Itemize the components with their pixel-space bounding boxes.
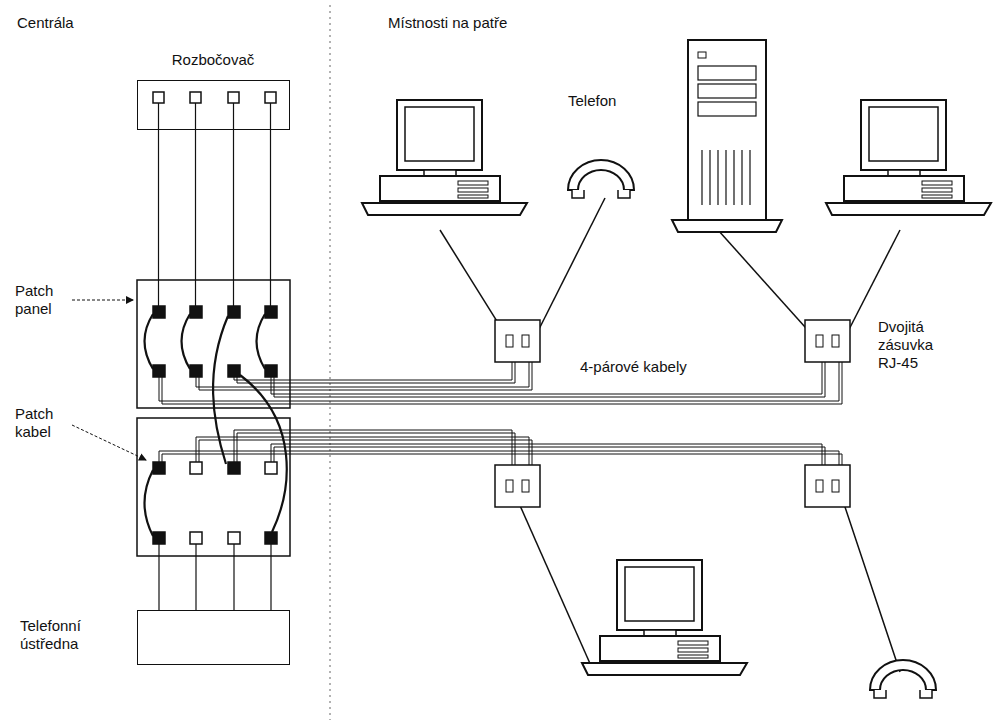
area-heading: Místnosti na patře <box>386 14 509 32</box>
node-heading: Telefonní ústředna <box>20 617 120 653</box>
cable-label: 4-párové kabely <box>578 358 689 376</box>
device-label: Telefon <box>566 92 618 110</box>
callout-label: Patch kabel <box>13 405 69 441</box>
node-heading: Rozbočovač <box>172 51 255 69</box>
pbx-box: Telefonní ústředna <box>137 610 290 665</box>
area-heading: Centrála <box>15 14 76 32</box>
callout-label: Dvojitá zásuvka RJ-45 <box>876 318 962 372</box>
callout-label: Patch panel <box>13 282 69 318</box>
hub-box: Rozbočovač <box>137 80 290 130</box>
